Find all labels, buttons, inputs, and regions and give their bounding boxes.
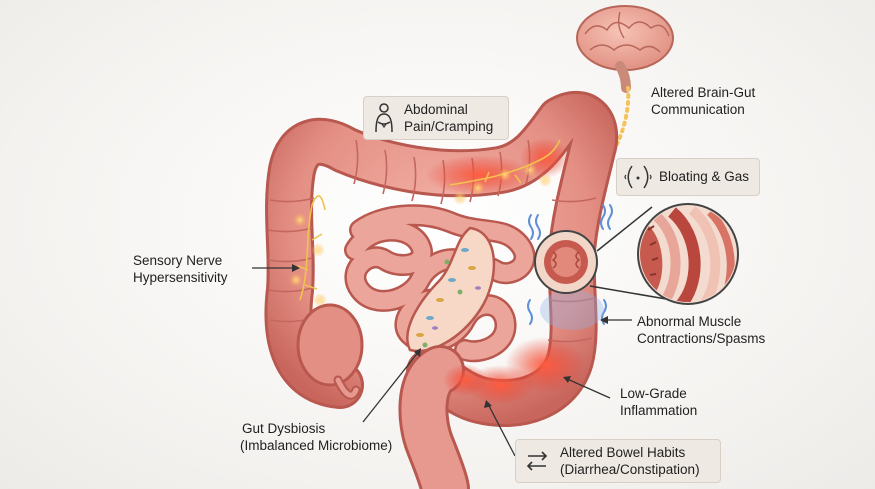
muscle-spasm-label: Abnormal Muscle Contractions/Spasms xyxy=(637,314,766,346)
bloating-callout: Bloating & Gas xyxy=(616,158,760,196)
nerve-sparks xyxy=(289,163,552,307)
bloated-belly-icon xyxy=(624,165,652,189)
bowel-habits-callout: Altered Bowel Habits (Diarrhea/Constipat… xyxy=(515,439,721,483)
dysbiosis-label: Gut Dysbiosis (Imbalanced Microbiome) xyxy=(240,421,393,453)
colon-cross-section xyxy=(534,203,739,305)
brain xyxy=(576,5,674,93)
abdominal-pain-label: Abdominal Pain/Cramping xyxy=(404,102,494,134)
bloating-label: Bloating & Gas xyxy=(659,169,750,184)
abdomen-pain-icon xyxy=(375,103,393,133)
brain-gut-label: Altered Brain-Gut Communication xyxy=(651,85,756,117)
nerve-network xyxy=(297,139,561,301)
inflammation-label: Low-Grade Inflammation xyxy=(620,386,698,418)
sensory-nerve-label: Sensory Nerve Hypersensitivity xyxy=(133,253,228,285)
abdominal-pain-callout: Abdominal Pain/Cramping xyxy=(363,96,509,140)
microbiome-cutaway xyxy=(406,226,496,353)
bowel-habits-label: Altered Bowel Habits (Diarrhea/Constipat… xyxy=(560,445,700,477)
bidirectional-arrows-icon xyxy=(526,451,548,471)
